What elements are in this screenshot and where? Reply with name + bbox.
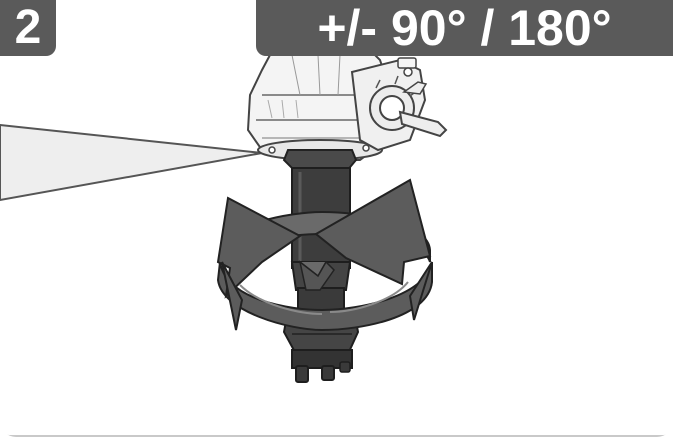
callout-wedge bbox=[0, 123, 263, 202]
rotation-angle-badge: +/- 90° / 180° bbox=[256, 0, 673, 56]
step-number: 2 bbox=[14, 1, 42, 54]
rotating-column bbox=[282, 149, 360, 383]
clamp-knob bbox=[350, 57, 448, 152]
rotation-arrows-icon bbox=[216, 178, 433, 332]
step-number-badge: 2 bbox=[0, 0, 56, 56]
column-front-segment bbox=[298, 260, 335, 291]
rotation-angle-label: +/- 90° / 180° bbox=[317, 0, 612, 56]
panel-bottom-border bbox=[0, 427, 673, 437]
